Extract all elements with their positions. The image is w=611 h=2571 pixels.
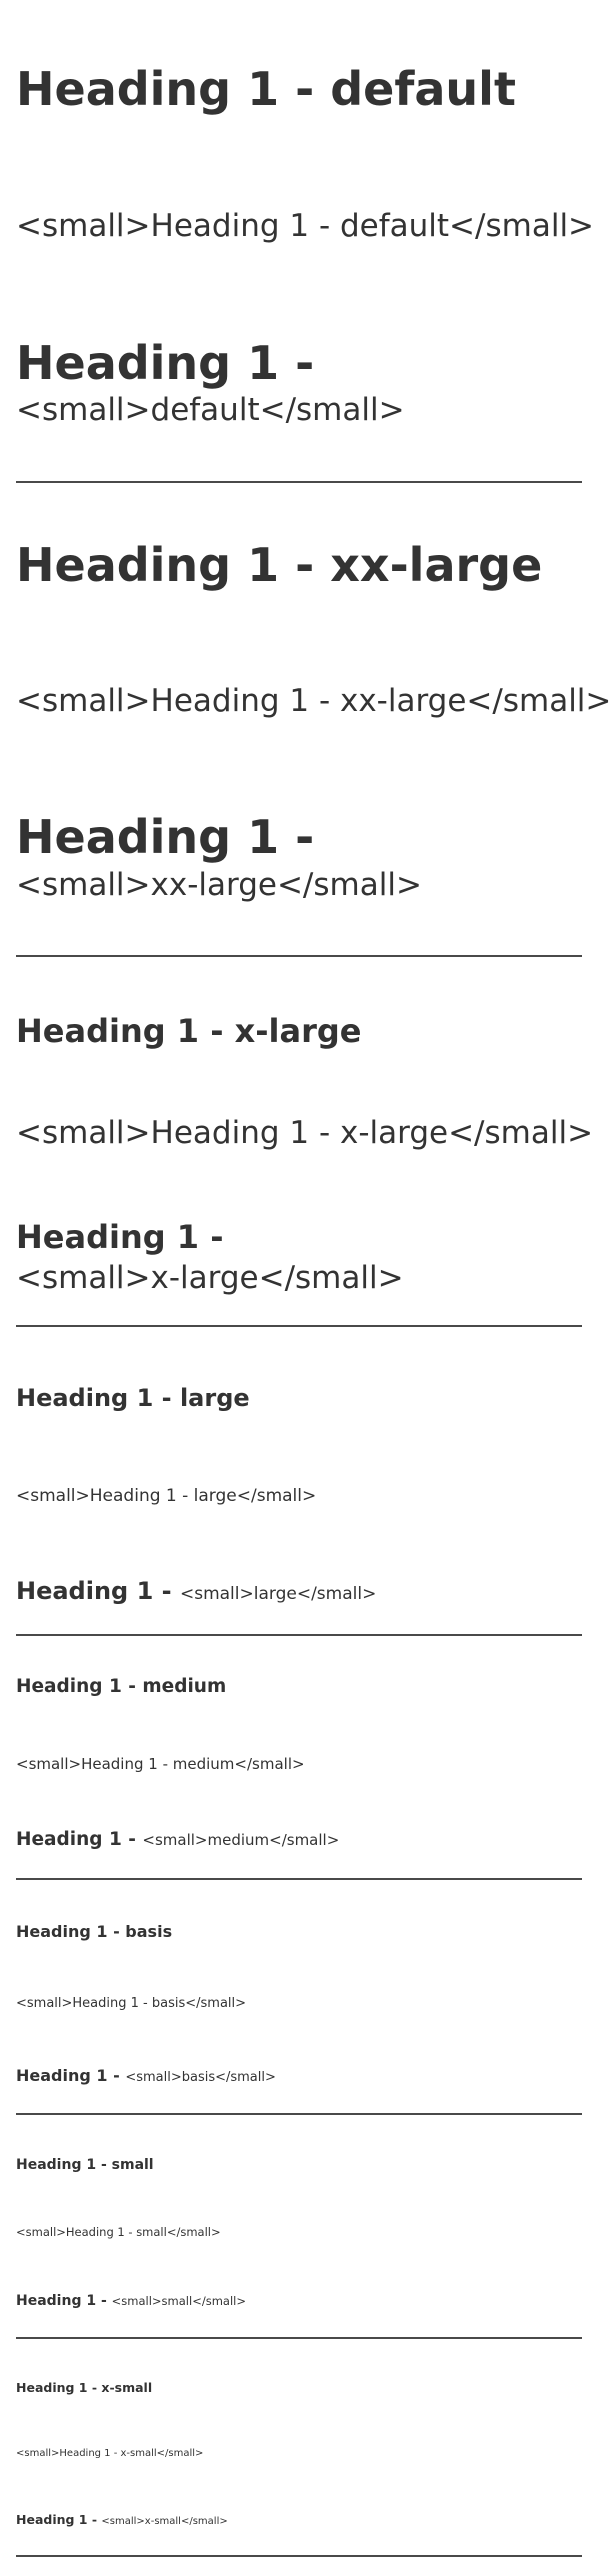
heading-x-small: Heading 1 - x-small: [16, 2380, 153, 2395]
divider: [16, 2555, 582, 2557]
divider: [16, 1325, 582, 1327]
divider: [16, 2337, 582, 2339]
heading-small-mixed: Heading 1 - <small>small</small>: [16, 2293, 246, 2310]
divider: [16, 481, 582, 483]
heading-basis-mixed-prefix: Heading 1 -: [16, 2066, 126, 2085]
heading-medium: Heading 1 - medium: [16, 1676, 227, 1697]
heading-default: Heading 1 - default: [16, 62, 516, 116]
heading-default-mixed-prefix: Heading 1 -: [16, 336, 315, 390]
divider: [16, 955, 582, 957]
heading-medium-small: <small>Heading 1 - medium</small>: [16, 1755, 305, 1773]
heading-x-large-mixed: Heading 1 - <small>x-large</small>: [16, 1217, 536, 1298]
heading-small-mixed-prefix: Heading 1 -: [16, 2293, 112, 2309]
heading-large-mixed-small: <small>large</small>: [179, 1584, 377, 1604]
heading-medium-mixed-prefix: Heading 1 -: [16, 1829, 143, 1850]
heading-large-mixed-prefix: Heading 1 -: [16, 1577, 180, 1605]
divider: [16, 2113, 582, 2115]
heading-xx-large: Heading 1 - xx-large: [16, 538, 543, 592]
heading-large-mixed: Heading 1 - <small>large</small>: [16, 1577, 376, 1606]
heading-small-mixed-small: <small>small</small>: [111, 2294, 246, 2308]
heading-x-large-mixed-small: <small>x-large</small>: [16, 1260, 404, 1296]
heading-xx-large-small: <small>Heading 1 - xx-large</small>: [16, 683, 611, 719]
heading-x-small-mixed-small: <small>x-small</small>: [101, 2516, 228, 2527]
heading-large-small: <small>Heading 1 - large</small>: [16, 1486, 317, 1506]
heading-large: Heading 1 - large: [16, 1384, 250, 1412]
heading-small-small: <small>Heading 1 - small</small>: [16, 2225, 221, 2239]
heading-basis: Heading 1 - basis: [16, 1922, 173, 1941]
divider: [16, 1878, 582, 1880]
heading-x-small-mixed-prefix: Heading 1 -: [16, 2512, 102, 2527]
heading-x-large: Heading 1 - x-large: [16, 1012, 362, 1050]
heading-x-small-small: <small>Heading 1 - x-small</small>: [16, 2448, 204, 2459]
heading-small: Heading 1 - small: [16, 2157, 154, 2173]
heading-x-large-small: <small>Heading 1 - x-large</small>: [16, 1115, 594, 1151]
heading-xx-large-mixed-small: <small>xx-large</small>: [16, 867, 422, 903]
heading-basis-mixed: Heading 1 - <small>basis</small>: [16, 2066, 276, 2086]
heading-x-small-mixed: Heading 1 - <small>x-small</small>: [16, 2512, 228, 2528]
heading-basis-mixed-small: <small>basis</small>: [125, 2070, 276, 2085]
heading-xx-large-mixed-prefix: Heading 1 -: [16, 810, 315, 864]
heading-x-large-mixed-prefix: Heading 1 -: [16, 1218, 224, 1256]
heading-medium-mixed-small: <small>medium</small>: [142, 1831, 340, 1849]
heading-default-small: <small>Heading 1 - default</small>: [16, 208, 595, 244]
heading-default-mixed-small: <small>default</small>: [16, 392, 405, 428]
heading-basis-small: <small>Heading 1 - basis</small>: [16, 1996, 247, 2011]
divider: [16, 1634, 582, 1636]
heading-medium-mixed: Heading 1 - <small>medium</small>: [16, 1829, 339, 1851]
